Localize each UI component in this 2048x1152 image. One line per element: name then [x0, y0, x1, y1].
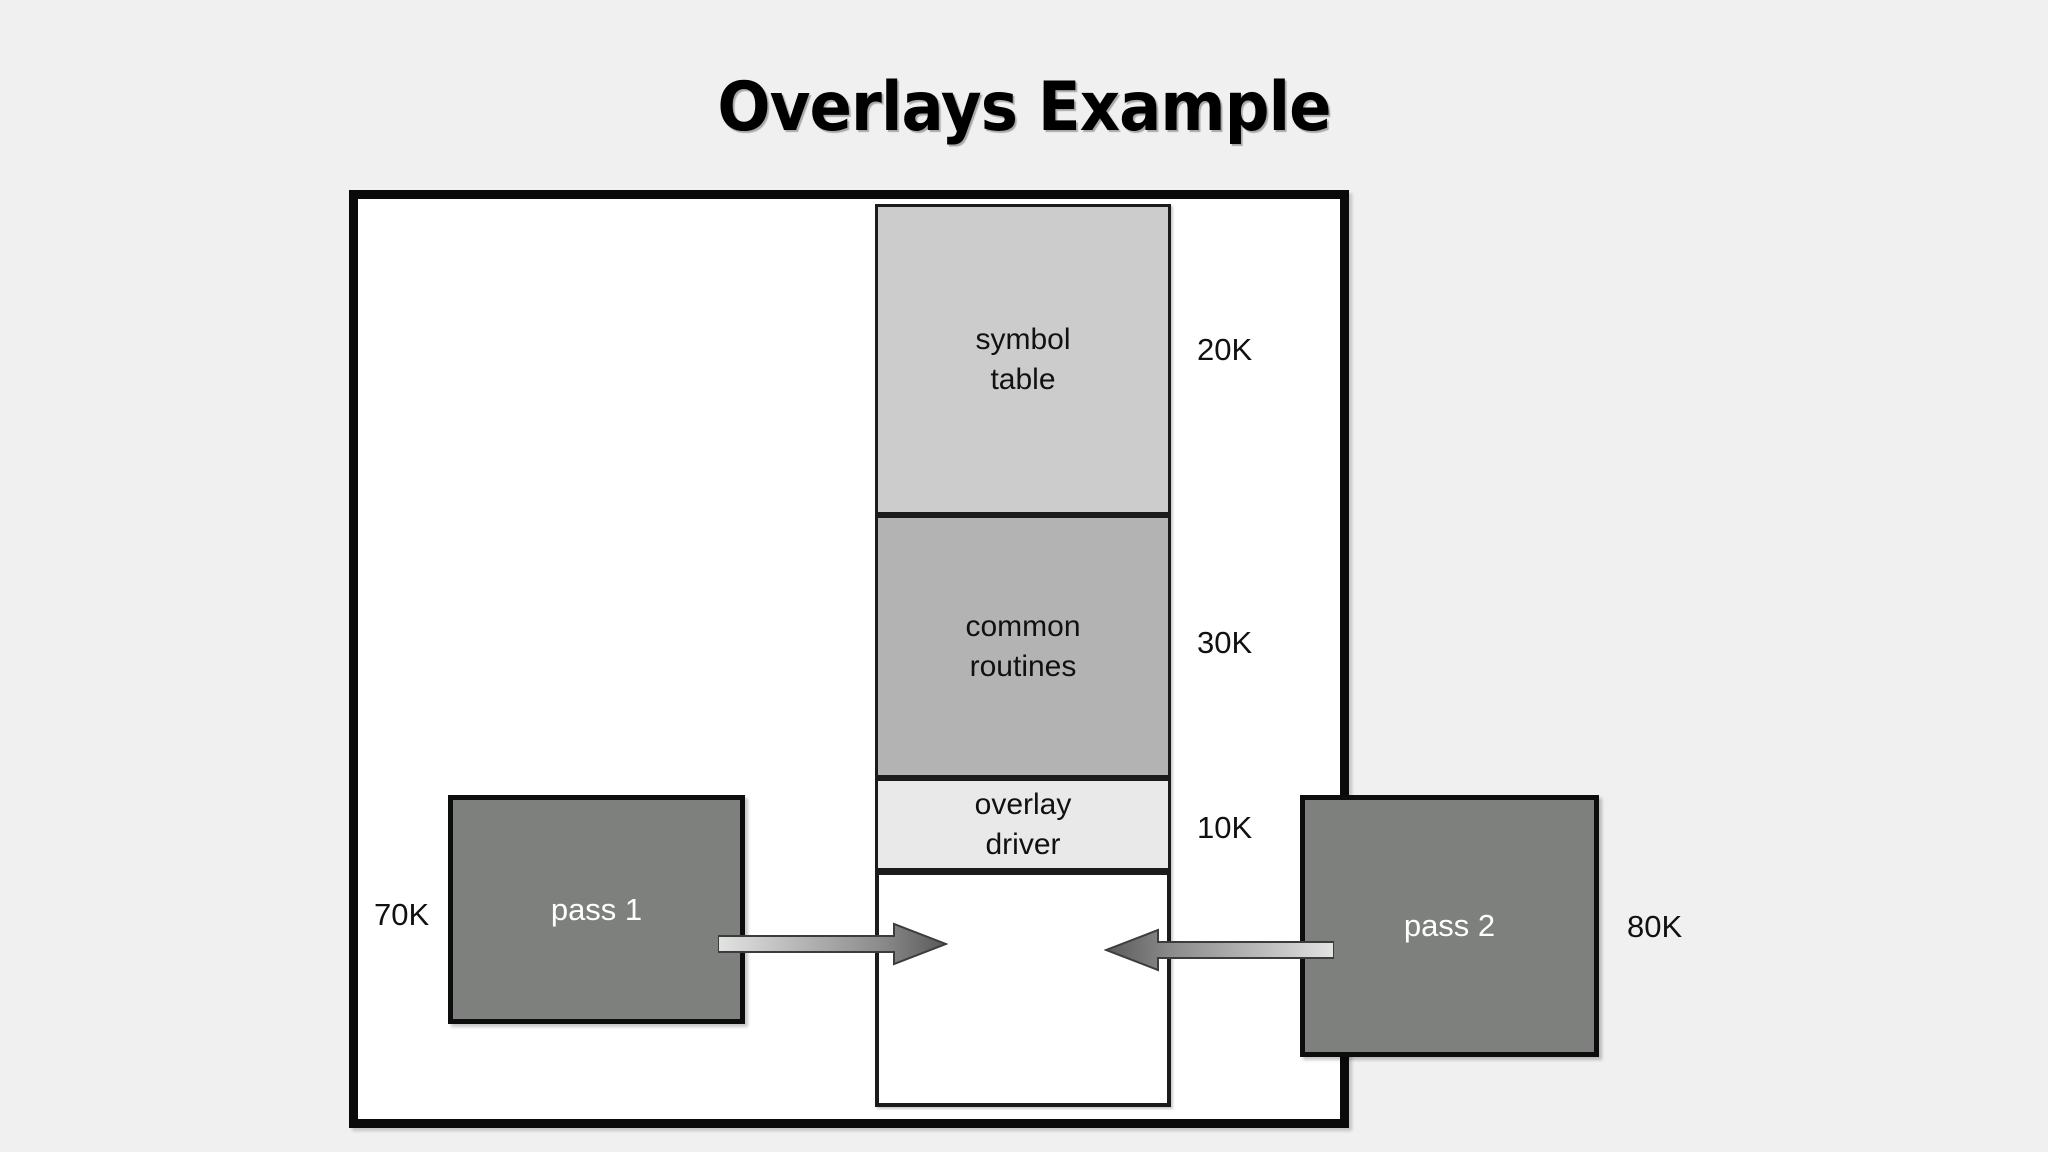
pass-two-box: pass 2 [1300, 795, 1599, 1057]
arrow-pass2-to-memory-icon [1104, 928, 1334, 972]
pass-one-box: pass 1 [448, 795, 745, 1024]
arrow-pass1-to-memory-icon [718, 922, 948, 966]
memory-block-symbol-table: symbol table [875, 204, 1171, 515]
page-title: Overlays Example [717, 68, 1331, 147]
memory-block-overlay-driver-label-line1: overlay [974, 787, 1072, 821]
memory-block-symbol-table-label-line2: table [990, 362, 1056, 396]
memory-column: symbol table common routines overlay dri… [875, 204, 1171, 1107]
size-label-symbol-table: 20K [1197, 332, 1253, 367]
size-label-pass-one: 70K [374, 897, 430, 932]
size-label-overlay-driver: 10K [1197, 810, 1253, 845]
memory-block-common-routines-label-line1: common [965, 609, 1081, 643]
memory-block-free-space [875, 871, 1171, 1107]
pass-two-label: pass 2 [1403, 908, 1496, 943]
size-label-pass-two: 80K [1627, 909, 1683, 944]
memory-block-common-routines: common routines [875, 515, 1171, 778]
memory-block-overlay-driver: overlay driver [875, 778, 1171, 871]
memory-block-common-routines-label-line2: routines [969, 649, 1077, 683]
memory-block-symbol-table-label-line1: symbol [975, 322, 1071, 356]
size-label-common-routines: 30K [1197, 625, 1253, 660]
memory-block-overlay-driver-label-line2: driver [985, 827, 1061, 861]
pass-one-label: pass 1 [550, 891, 643, 927]
